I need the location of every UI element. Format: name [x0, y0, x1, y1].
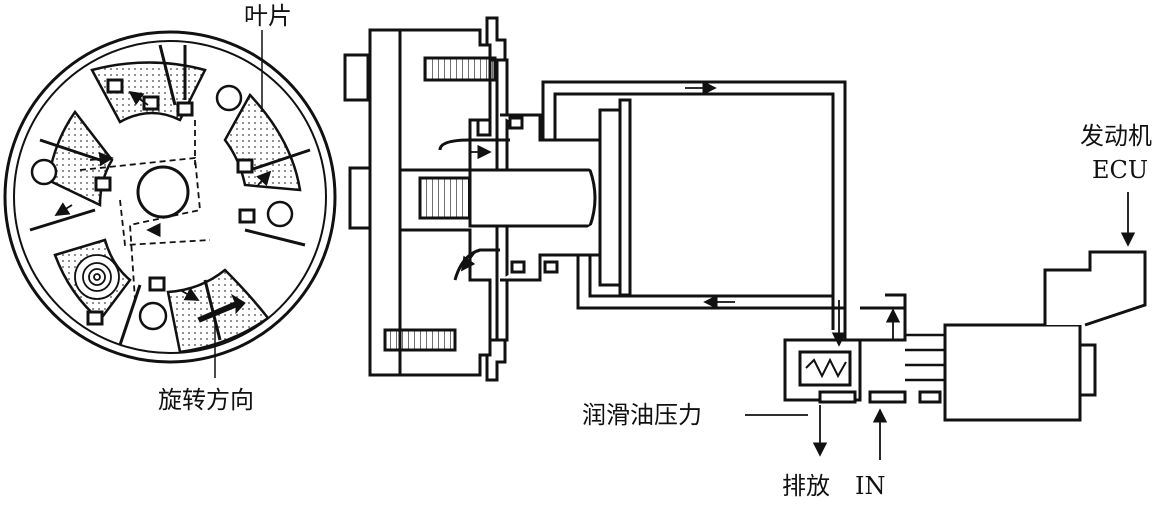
- flow-arrows-circuit: [460, 80, 901, 347]
- knock-pin: [74, 254, 120, 300]
- rotation-direction-label: 旋转方向: [158, 386, 254, 414]
- oil-passage-dashed: [79, 120, 211, 301]
- drain-label: 排放: [782, 472, 830, 500]
- oil-circuit: [438, 80, 847, 340]
- inlet-label: IN: [855, 472, 886, 500]
- vanes: [29, 44, 311, 346]
- bottom-leaders: [745, 405, 888, 460]
- rotation-arrow: [197, 293, 246, 323]
- vane-rotor-view: [3, 30, 337, 364]
- center-hub: [136, 165, 190, 219]
- bolt-holes: [30, 84, 294, 331]
- engine-label: 发动机: [1080, 122, 1152, 150]
- vvt-controller-section: [343, 16, 632, 382]
- ecu-label: ECU: [1092, 156, 1149, 184]
- flow-arrows-rotor: [54, 90, 272, 301]
- vane-label: 叶片: [244, 2, 292, 30]
- oil-pressure-label: 润滑油压力: [582, 401, 702, 429]
- oil-control-valve: [783, 250, 1147, 422]
